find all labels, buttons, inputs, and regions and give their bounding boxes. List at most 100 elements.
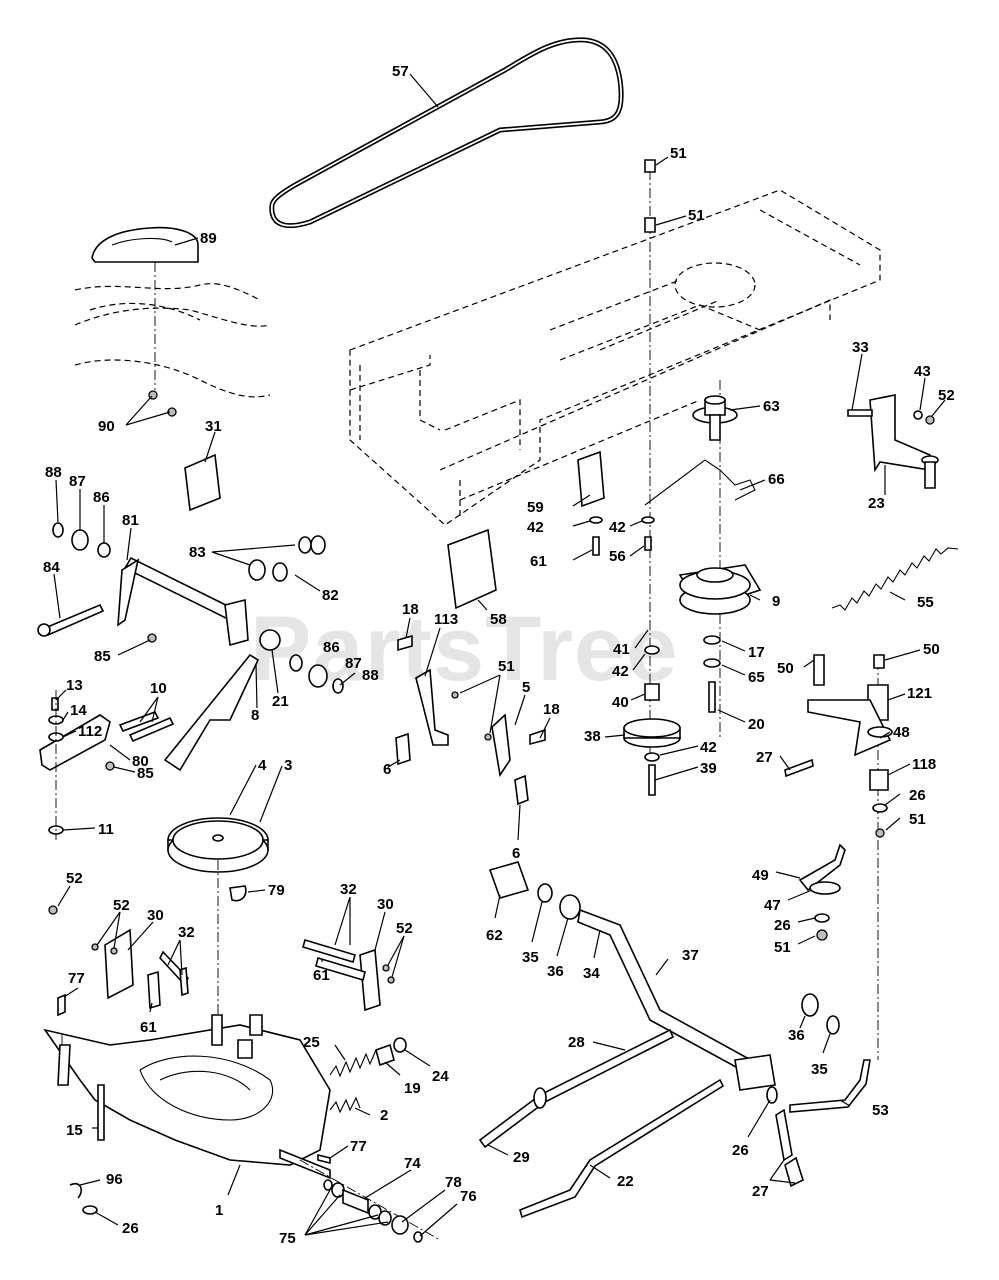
cover-89 [74, 226, 271, 417]
callout-31: 31 [205, 418, 222, 435]
pulley-3 [167, 817, 269, 1040]
idler-right [784, 654, 893, 1060]
spring-55 [831, 547, 959, 611]
callout-8: 8 [251, 707, 259, 724]
rods-28-22-53 [478, 1028, 871, 1219]
callout-66: 66 [768, 471, 785, 488]
callout-17: 17 [748, 644, 765, 661]
axle-spacers [69, 1159, 441, 1243]
callout-26: 26 [909, 787, 926, 804]
callout-87: 87 [69, 473, 86, 490]
callout-90: 90 [98, 418, 115, 435]
callout-6: 6 [383, 761, 391, 778]
callout-79: 79 [268, 882, 285, 899]
callout-35: 35 [811, 1061, 828, 1078]
bracket-31 [184, 453, 221, 512]
callout-35: 35 [522, 949, 539, 966]
callout-59: 59 [527, 499, 544, 516]
callout-42: 42 [700, 739, 717, 756]
callout-33: 33 [852, 339, 869, 356]
callout-11: 11 [98, 821, 114, 838]
callout-39: 39 [700, 760, 717, 777]
callout-32: 32 [340, 881, 357, 898]
callout-80: 80 [132, 753, 149, 770]
leader-lines [53, 73, 946, 1237]
callout-29: 29 [513, 1149, 530, 1166]
brackets-113-5 [395, 634, 546, 806]
brackets-30 [48, 905, 395, 1017]
callout-52: 52 [113, 897, 130, 914]
callout-21: 21 [272, 693, 289, 710]
callout-37: 37 [682, 947, 699, 964]
callout-18: 18 [543, 701, 560, 718]
callout-85: 85 [137, 765, 154, 782]
callout-10: 10 [150, 680, 167, 697]
callout-41: 41 [613, 641, 630, 658]
callout-49: 49 [752, 867, 769, 884]
bracket-23 [847, 394, 939, 489]
callout-51: 51 [774, 939, 791, 956]
callout-89: 89 [200, 230, 217, 247]
callout-78: 78 [445, 1174, 462, 1191]
callout-19: 19 [404, 1080, 421, 1097]
callout-1: 1 [215, 1202, 223, 1219]
callout-75: 75 [279, 1230, 296, 1247]
callout-86: 86 [93, 489, 110, 506]
callout-51: 51 [688, 207, 705, 224]
callout-81: 81 [122, 512, 139, 529]
clutch-stack [589, 159, 762, 796]
callout-58: 58 [490, 611, 507, 628]
callout-26: 26 [732, 1142, 749, 1159]
callout-85: 85 [94, 648, 111, 665]
shield-58 [447, 528, 497, 610]
callout-52: 52 [938, 387, 955, 404]
bracket-59 [577, 450, 605, 508]
callout-50: 50 [777, 660, 794, 677]
callout-77: 77 [350, 1138, 367, 1155]
callout-57: 57 [392, 63, 409, 80]
callout-27: 27 [752, 1183, 769, 1200]
callout-20: 20 [748, 716, 765, 733]
callout-14: 14 [70, 702, 87, 719]
callout-26: 26 [122, 1220, 139, 1237]
callout-118: 118 [912, 756, 936, 773]
callout-61: 61 [313, 967, 330, 984]
callout-53: 53 [872, 1102, 889, 1119]
callout-74: 74 [404, 1155, 421, 1172]
callout-52: 52 [396, 920, 413, 937]
callout-36: 36 [788, 1027, 805, 1044]
callout-84: 84 [43, 559, 60, 576]
callout-34: 34 [583, 965, 600, 982]
callout-42: 42 [527, 519, 544, 536]
callout-36: 36 [547, 963, 564, 980]
callout-23: 23 [868, 495, 885, 512]
transaxle-1 [43, 1014, 331, 1180]
callout-42: 42 [609, 519, 626, 536]
callout-61: 61 [530, 553, 547, 570]
callout-52: 52 [66, 870, 83, 887]
callout-30: 30 [147, 907, 164, 924]
callout-2: 2 [380, 1107, 388, 1124]
callout-86: 86 [323, 639, 340, 656]
callout-82: 82 [322, 587, 339, 604]
callout-30: 30 [377, 896, 394, 913]
callout-51: 51 [909, 811, 926, 828]
callout-48: 48 [893, 724, 910, 741]
callout-88: 88 [362, 667, 379, 684]
callout-112: 112 [78, 723, 102, 740]
callout-121: 121 [907, 685, 932, 702]
callout-65: 65 [748, 669, 765, 686]
callout-42: 42 [612, 663, 629, 680]
shaft-34-37 [488, 861, 840, 1091]
callout-38: 38 [584, 728, 601, 745]
callout-63: 63 [763, 398, 780, 415]
callout-61: 61 [140, 1019, 157, 1036]
callout-50: 50 [923, 641, 940, 658]
callout-77: 77 [68, 970, 85, 987]
callout-25: 25 [303, 1034, 320, 1051]
callout-15: 15 [66, 1122, 83, 1139]
tractor-frame [349, 189, 881, 526]
callout-4: 4 [258, 757, 267, 774]
callout-13: 13 [66, 677, 83, 694]
callout-96: 96 [106, 1171, 123, 1188]
